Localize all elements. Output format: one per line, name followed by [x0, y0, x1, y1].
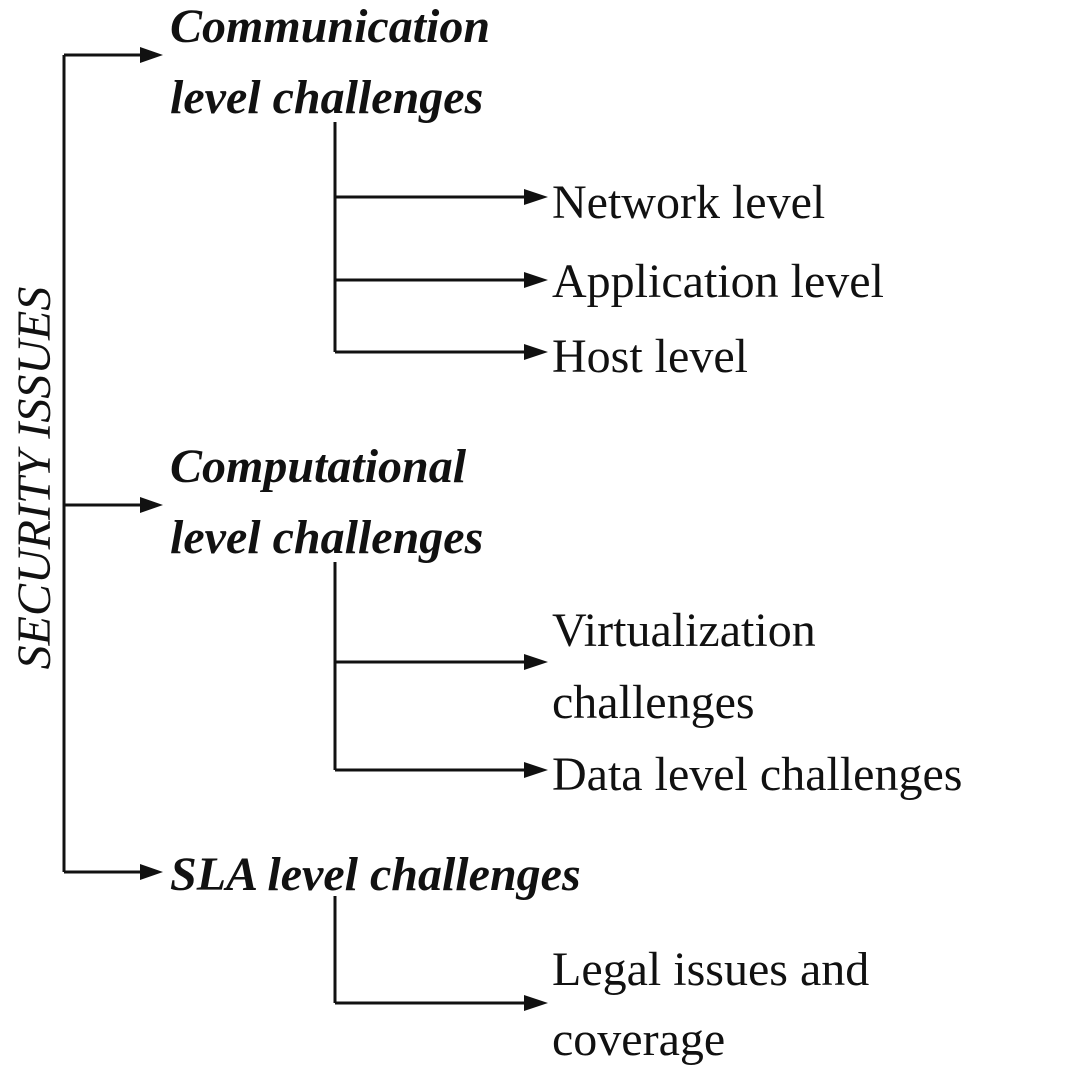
- arrow-to-virtualization-challenges: [335, 654, 548, 670]
- subitem-host-level: Host level: [552, 330, 748, 383]
- arrow-to-category-computational: [64, 497, 163, 513]
- category-computational-label: Computational level challenges: [170, 440, 483, 564]
- arrow-to-data-level-challenges: [335, 762, 548, 778]
- category-communication-label: Communication level challenges: [170, 0, 502, 124]
- subitem-network-level: Network level: [552, 176, 825, 229]
- subitem-data-level-challenges: Data level challenges: [552, 748, 962, 801]
- arrow-to-host-level: [335, 344, 548, 360]
- arrow-to-category-sla: [64, 864, 163, 880]
- subitem-virtualization-challenges: Virtualization challenges: [552, 604, 828, 729]
- arrow-to-application-level: [335, 272, 548, 288]
- arrow-to-legal-issues: [335, 995, 548, 1011]
- category-sla-label: SLA level challenges: [170, 848, 581, 901]
- arrow-to-network-level: [335, 189, 548, 205]
- subitem-application-level: Application level: [552, 255, 884, 308]
- root-label: SECURITY ISSUES: [8, 287, 61, 670]
- subitem-legal-issues-and-coverage: Legal issues and coverage: [552, 943, 881, 1066]
- arrow-to-category-communication: [64, 47, 163, 63]
